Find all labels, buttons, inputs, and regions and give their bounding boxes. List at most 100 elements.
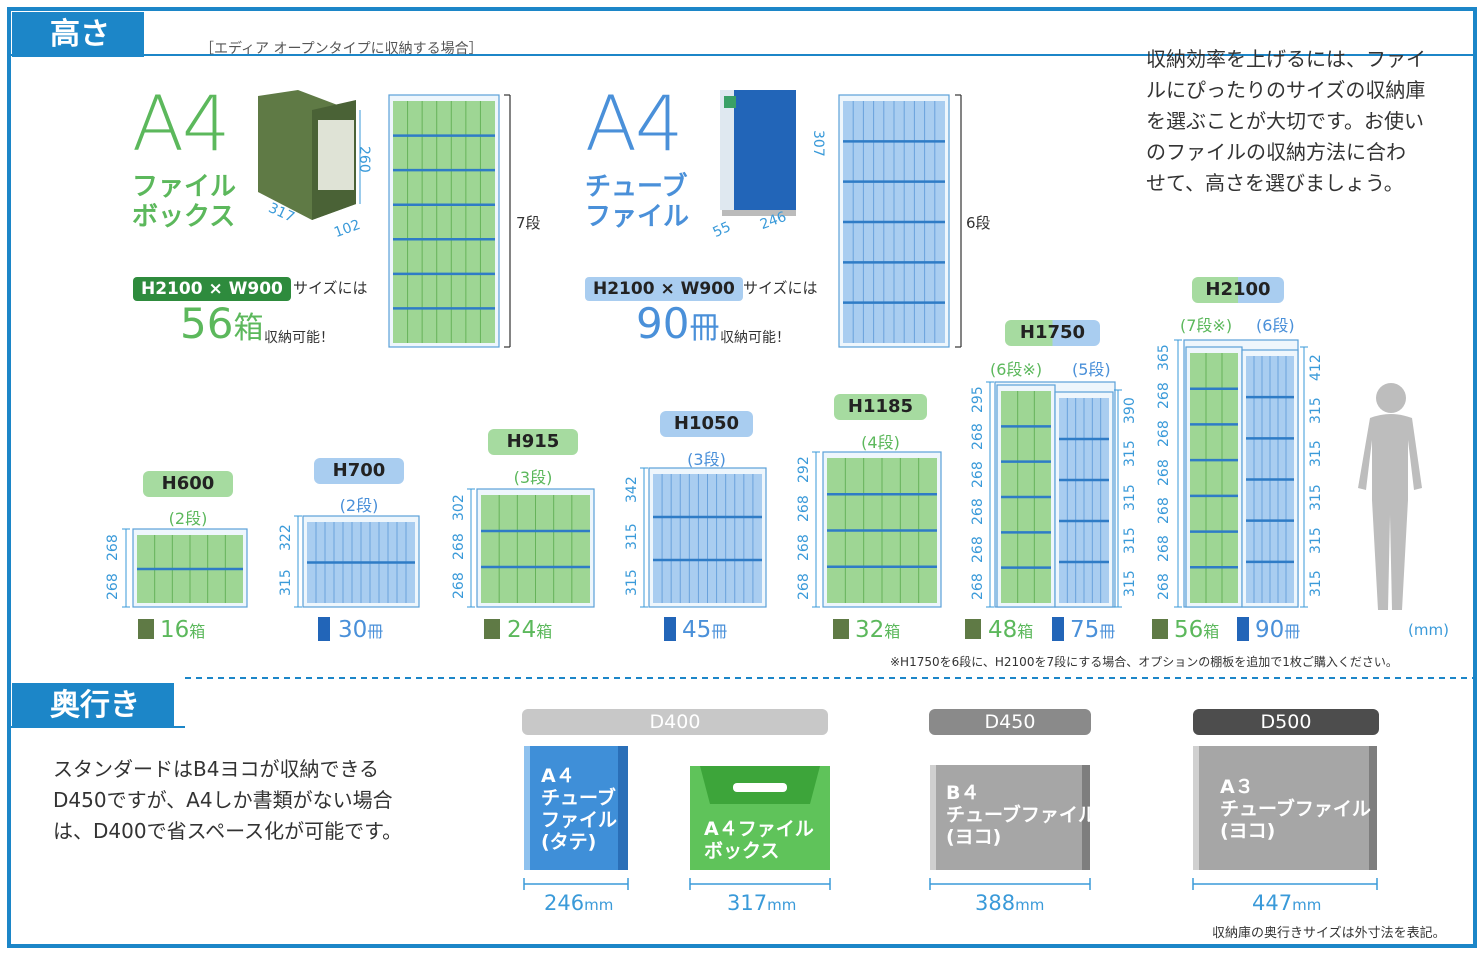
dim-label-h1185: 292 — [796, 456, 812, 484]
example-a-count-num: 56 — [180, 299, 234, 348]
depth-mm-447-value: 447 — [1252, 891, 1293, 915]
cabinet-h1050-count: 45冊 — [682, 617, 727, 643]
example-a-kana: ファイル ボックス — [132, 172, 237, 232]
example-b-kana: チューブ ファイル — [585, 172, 690, 232]
cabinet-h1050-label: H1050 — [660, 411, 753, 437]
cabinet-h1185-count: 32箱 — [855, 617, 900, 643]
cabinet-h1750-count-blue-unit: 冊 — [1099, 622, 1116, 641]
cabinet-h2100-levels-green: (7段※) — [1180, 316, 1233, 335]
dim-label-h2100-blue: 412 — [1308, 353, 1324, 381]
dim-label-h1750-green: 295 — [970, 386, 986, 413]
unit-mm-label: (mm) — [1408, 621, 1449, 639]
outer-frame — [7, 7, 1477, 948]
dim-label-h1750-green: 268 — [970, 423, 986, 451]
dim-label-h1185: 268 — [796, 572, 812, 600]
cabinet-h600-count: 16箱 — [160, 617, 205, 643]
example-a-title: A4 — [132, 79, 230, 168]
dim-label-h2100-green: 268 — [1156, 496, 1172, 524]
cabinet-h600-count-num: 16 — [160, 617, 190, 643]
tube-file-icon — [720, 90, 796, 216]
card-b4-tube-text: B４ チューブファイル (ヨコ) — [946, 782, 1097, 848]
cabinet-h600-count-unit: 箱 — [189, 622, 206, 641]
cabinet-h1185-levels: (4段) — [861, 433, 900, 452]
cabinet-h700-count: 30冊 — [338, 617, 383, 643]
cabinet-h1750-count-blue: 75冊 — [1070, 617, 1115, 643]
cabinet-h2100-count-blue-num: 90 — [1255, 617, 1285, 643]
example-b-count-unit: 冊 — [689, 311, 720, 346]
cabinet-h600-levels: (2段) — [168, 509, 208, 528]
cabinet-h2100-count-green: 56箱 — [1174, 617, 1219, 643]
depth-text: スタンダードはB4ヨコが収納できる D450ですが、A4しか書類がない場合 は、… — [53, 757, 403, 843]
cabinet-h915-count-num: 24 — [507, 617, 537, 643]
dim-label-h915: 302 — [451, 493, 467, 521]
cabinet-h1750-label: H1750 — [1005, 320, 1100, 346]
tube-file-icon — [318, 617, 330, 641]
depth-note: 収納庫の奥行きサイズは外寸法を表記。 — [1212, 926, 1446, 941]
dim-label-h2100-blue: 315 — [1308, 570, 1324, 598]
cabinet-h1185-count-num: 32 — [855, 617, 885, 643]
filebox-icon — [965, 619, 981, 639]
dim-label-h700: 315 — [278, 569, 294, 597]
person-silhouette-icon — [1358, 383, 1422, 610]
cabinet-h1050-count-unit: 冊 — [711, 622, 728, 641]
example-b-count-tail: 収納可能！ — [720, 330, 790, 346]
cabinet-h1050-levels: (3段) — [687, 450, 726, 469]
tube-file-icon — [664, 617, 676, 641]
dim-label-h1050: 315 — [624, 569, 640, 596]
footnote: ※H1750を6段に、H2100を7段にする場合、オプションの棚板を追加で1枚ご… — [890, 655, 1398, 669]
dim-label-h1750-blue: 315 — [1122, 440, 1138, 468]
cabinet-h915-count-unit: 箱 — [536, 622, 553, 641]
dim-label-h700: 322 — [278, 524, 294, 551]
dim-label-h2100-blue: 315 — [1308, 440, 1324, 468]
depth-mm-317: 317mm — [727, 891, 796, 915]
cabinet-h600-label: H600 — [143, 471, 233, 497]
cabinet-h915-label: H915 — [488, 429, 578, 455]
dim-label-h1750-blue: 390 — [1122, 396, 1138, 424]
dim-label-h2100-green: 268 — [1156, 382, 1172, 410]
example-a-size-suffix: サイズには — [293, 279, 368, 297]
cabinet-h2100-levels-blue: (6段) — [1256, 316, 1295, 335]
cabinet-h1750-count-blue-num: 75 — [1070, 617, 1100, 643]
intro-text: 収納効率を上げるには、ファイ ルにぴったりのサイズの収納庫 を選ぶことが大切です… — [1146, 47, 1426, 195]
example-a-count: 56箱 — [180, 303, 263, 345]
cabinet-h915-count: 24箱 — [507, 617, 552, 643]
dim-label-h1750-green: 268 — [970, 498, 986, 526]
cabinet-h700-count-unit: 冊 — [367, 622, 384, 641]
example-b-size-suffix: サイズには — [743, 279, 818, 297]
section-depth-header: 奥行き — [12, 683, 174, 728]
depth-mm-388: 388mm — [975, 891, 1044, 915]
tube-file-icon — [1052, 617, 1064, 641]
cabinet-h2100-count-green-num: 56 — [1174, 617, 1204, 643]
card-a4-filebox-text: A４ファイル ボックス — [704, 818, 814, 862]
section-height-header: 高さ — [12, 12, 144, 57]
example-b-count: 90冊 — [636, 303, 719, 345]
dim-label-h1750-green: 268 — [970, 461, 986, 488]
example-b-count-num: 90 — [636, 299, 690, 348]
example-b-tiers: 6段 — [966, 214, 991, 232]
dim-label-h600: 268 — [105, 533, 121, 561]
dim-label-h1750-blue: 315 — [1122, 527, 1138, 554]
cabinet-h1050-count-num: 45 — [682, 617, 712, 643]
dim-label-h915: 268 — [451, 533, 467, 560]
depth-mm-246-value: 246 — [544, 891, 585, 915]
dim-label-h2100-blue: 315 — [1308, 527, 1324, 554]
cabinet-h915-levels: (3段) — [513, 468, 553, 487]
dim-label-h1050: 315 — [624, 522, 640, 550]
depth-mm-447-unit: mm — [1292, 896, 1322, 914]
dim-label-h2100-blue: 315 — [1308, 483, 1324, 511]
dim-label-h600: 268 — [105, 572, 121, 600]
depth-d500-bar: D500 — [1193, 709, 1379, 735]
depth-mm-246-unit: mm — [584, 896, 614, 914]
cabinet-h700-label: H700 — [314, 458, 404, 484]
dim-label-h1050: 342 — [624, 476, 640, 504]
dim-label-h1750-green: 268 — [970, 536, 986, 563]
dim-label-h2100-blue: 315 — [1308, 397, 1324, 424]
cabinet-h1750-levels-blue: (5段) — [1072, 360, 1111, 379]
cabinet-h1750-count-green: 48箱 — [988, 617, 1033, 643]
dim-label-h1185: 268 — [796, 495, 812, 523]
dim-label-h2100-green: 365 — [1156, 344, 1172, 372]
cabinet-h2100-count-blue: 90冊 — [1255, 617, 1300, 643]
filebox-icon — [138, 619, 154, 639]
